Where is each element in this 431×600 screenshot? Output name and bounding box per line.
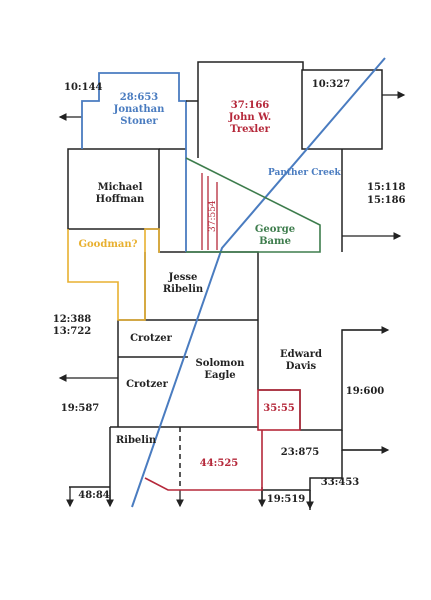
label-bame-last: Bame bbox=[259, 236, 291, 247]
tract-23-875 bbox=[341, 430, 384, 451]
label-10-327: 10:327 bbox=[312, 79, 351, 90]
tract-hoffman bbox=[67, 148, 160, 230]
label-goodman: Goodman? bbox=[78, 239, 137, 250]
label-trexler-ref: 37:166 bbox=[231, 100, 270, 111]
adjoiner-arrows bbox=[58, 91, 406, 510]
map-labels: 28:653 Jonathan Stoner 37:166 John W. Tr… bbox=[53, 79, 406, 505]
tract-37-554 bbox=[201, 173, 218, 250]
label-12-388: 12:388 bbox=[53, 314, 92, 325]
label-35-55: 35:55 bbox=[263, 403, 295, 414]
label-edward: Edward bbox=[280, 349, 322, 360]
line-23-875-south bbox=[262, 450, 343, 491]
label-crotzer-lower: Crotzer bbox=[126, 379, 169, 390]
label-crotzer-upper: Crotzer bbox=[130, 333, 173, 344]
tract-bame bbox=[185, 157, 321, 253]
panther-creek-line bbox=[131, 57, 386, 508]
davis-east bbox=[300, 329, 384, 431]
label-19-587: 19:587 bbox=[61, 403, 100, 414]
label-ribelin-jesse: Ribelin bbox=[163, 284, 204, 295]
label-33-453: 33:453 bbox=[321, 477, 360, 488]
label-13-722: 13:722 bbox=[53, 326, 92, 337]
label-trexler-first: John W. bbox=[228, 112, 272, 123]
label-19-519: 19:519 bbox=[267, 494, 306, 505]
label-15-118: 15:118 bbox=[367, 182, 406, 193]
label-eagle: Eagle bbox=[204, 370, 235, 381]
trexler-top-boundary bbox=[197, 61, 304, 158]
label-15-186: 15:186 bbox=[367, 195, 406, 206]
label-stoner-last: Stoner bbox=[120, 116, 158, 127]
label-19-600: 19:600 bbox=[346, 386, 385, 397]
label-solomon: Solomon bbox=[196, 358, 246, 369]
label-bame-first: George bbox=[255, 224, 295, 235]
label-37-554: 37:554 bbox=[208, 200, 218, 232]
label-44-525: 44:525 bbox=[200, 458, 239, 469]
tract-stoner bbox=[81, 72, 187, 252]
label-10-144: 10:144 bbox=[64, 82, 103, 93]
label-trexler-last: Trexler bbox=[230, 124, 270, 135]
label-stoner-first: Jonathan bbox=[113, 104, 166, 115]
label-hoffman-last: Hoffman bbox=[96, 194, 145, 205]
label-davis: Davis bbox=[286, 361, 317, 372]
label-ribelin-lower: Ribelin bbox=[116, 435, 157, 446]
label-jesse: Jesse bbox=[168, 272, 198, 283]
label-hoffman-first: Michael bbox=[98, 182, 143, 193]
tract-35-55 bbox=[257, 389, 301, 431]
label-48-84: 48:84 bbox=[78, 490, 110, 501]
label-stoner-ref: 28:653 bbox=[120, 92, 159, 103]
label-panther-creek: Panther Creek bbox=[268, 168, 342, 178]
label-23-875: 23:875 bbox=[281, 447, 320, 458]
tract-44-525 bbox=[144, 430, 263, 491]
tract-goodman bbox=[67, 228, 160, 321]
